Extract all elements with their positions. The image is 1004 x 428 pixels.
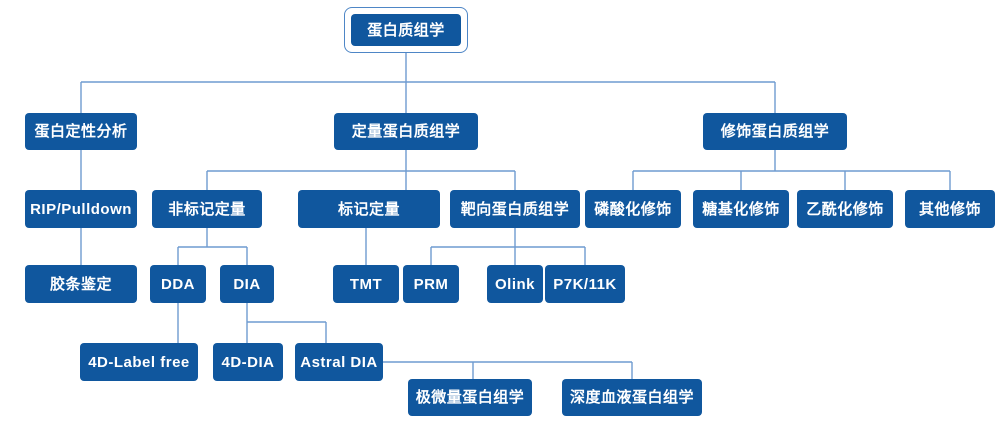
- node-4d-dia: 4D-DIA: [213, 343, 283, 381]
- node-prm: PRM: [403, 265, 459, 303]
- node-dda: DDA: [150, 265, 206, 303]
- node-dia: DIA: [220, 265, 274, 303]
- node-acetylation-mod: 乙酰化修饰: [797, 190, 893, 228]
- node-olink: Olink: [487, 265, 543, 303]
- node-p7k-11k: P7K/11K: [545, 265, 625, 303]
- node-modification-proteomics: 修饰蛋白质组学: [703, 113, 847, 150]
- node-trace-proteomics: 极微量蛋白组学: [408, 379, 532, 416]
- node-4d-label-free: 4D-Label free: [80, 343, 198, 381]
- node-deep-blood-proteomics: 深度血液蛋白组学: [562, 379, 702, 416]
- node-label-free-quant: 非标记定量: [152, 190, 262, 228]
- node-labeled-quant: 标记定量: [298, 190, 440, 228]
- node-proteomics: 蛋白质组学: [351, 14, 461, 46]
- node-glycosylation-mod: 糖基化修饰: [693, 190, 789, 228]
- node-other-mod: 其他修饰: [905, 190, 995, 228]
- node-astral-dia: Astral DIA: [295, 343, 383, 381]
- node-qualitative-analysis: 蛋白定性分析: [25, 113, 137, 150]
- node-phosphorylation-mod: 磷酸化修饰: [585, 190, 681, 228]
- node-targeted-proteomics: 靶向蛋白质组学: [450, 190, 580, 228]
- node-rip-pulldown: RIP/Pulldown: [25, 190, 137, 228]
- tree-edges: [80, 53, 951, 379]
- node-gel-strip-identification: 胶条鉴定: [25, 265, 137, 303]
- root-node-frame: 蛋白质组学: [344, 7, 468, 53]
- node-tmt: TMT: [333, 265, 399, 303]
- node-quantitative-proteomics: 定量蛋白质组学: [334, 113, 478, 150]
